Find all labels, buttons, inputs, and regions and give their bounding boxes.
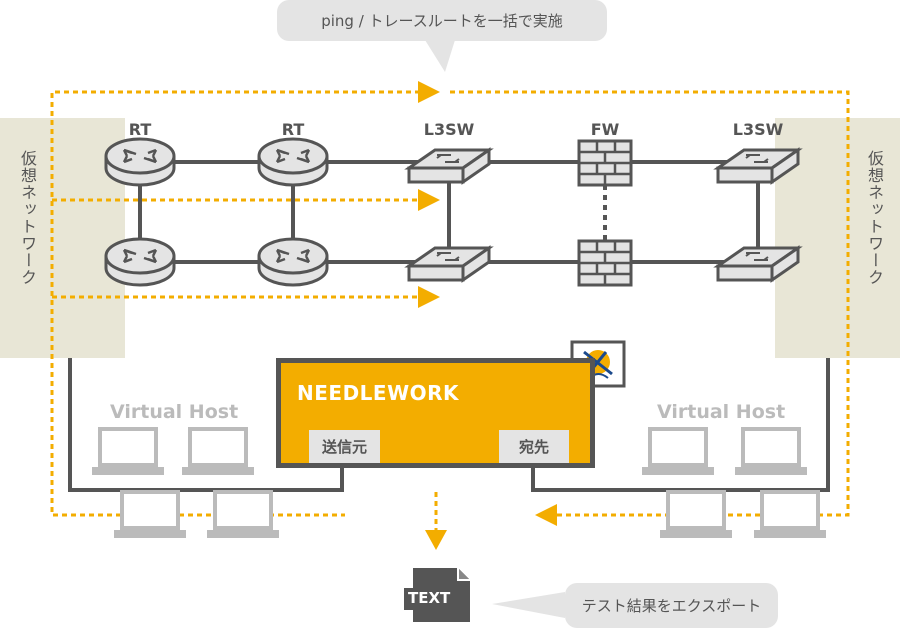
l3sw-label: L3SW xyxy=(423,120,475,139)
source-tag: 送信元 xyxy=(309,430,380,463)
laptop-icon xyxy=(180,427,256,477)
callout-bottom-text: テスト結果をエクスポート xyxy=(581,597,762,615)
l3-switch-icon xyxy=(407,148,491,184)
needlework-box: NEEDLEWORK 送信元 宛先 xyxy=(276,358,595,468)
l3-switch-icon xyxy=(716,148,800,184)
rt-label: RT xyxy=(128,120,152,139)
laptop-icon xyxy=(733,427,809,477)
virtual-host-label-right: Virtual Host xyxy=(657,401,786,423)
callout-top-tail xyxy=(425,40,455,72)
laptop-icon xyxy=(658,490,734,540)
needlework-title: NEEDLEWORK xyxy=(297,381,460,405)
callout-top: ping / トレースルートを一括で実施 xyxy=(277,0,607,41)
virtual-network-label-right: 仮想ネットワーク xyxy=(865,150,884,286)
laptop-icon xyxy=(90,427,166,477)
export-file-label: TEXT xyxy=(408,589,451,607)
laptop-icon xyxy=(752,490,828,540)
laptop-icon xyxy=(112,490,188,540)
firewall-icon xyxy=(577,139,633,187)
virtual-network-left-panel xyxy=(0,118,125,358)
l3-switch-icon xyxy=(716,246,800,282)
laptop-icon xyxy=(205,490,281,540)
router-icon xyxy=(257,237,329,287)
arrow-heads xyxy=(418,81,557,550)
l3sw-label: L3SW xyxy=(732,120,784,139)
rt-label: RT xyxy=(281,120,305,139)
l3-switch-icon xyxy=(407,246,491,282)
laptop-icon xyxy=(640,427,716,477)
fw-label: FW xyxy=(590,120,620,139)
firewall-icon xyxy=(577,239,633,287)
text-file-icon xyxy=(404,568,470,622)
callout-top-text: ping / トレースルートを一括で実施 xyxy=(321,12,563,30)
router-icon xyxy=(104,137,176,187)
callout-bottom: テスト結果をエクスポート xyxy=(565,583,778,628)
callout-bottom-tail xyxy=(492,592,565,618)
router-icon xyxy=(257,137,329,187)
destination-tag: 宛先 xyxy=(499,430,569,463)
source-host-link xyxy=(68,358,344,492)
router-icon xyxy=(104,237,176,287)
virtual-host-label-left: Virtual Host xyxy=(110,401,239,423)
virtual-network-label-left: 仮想ネットワーク xyxy=(18,150,37,286)
